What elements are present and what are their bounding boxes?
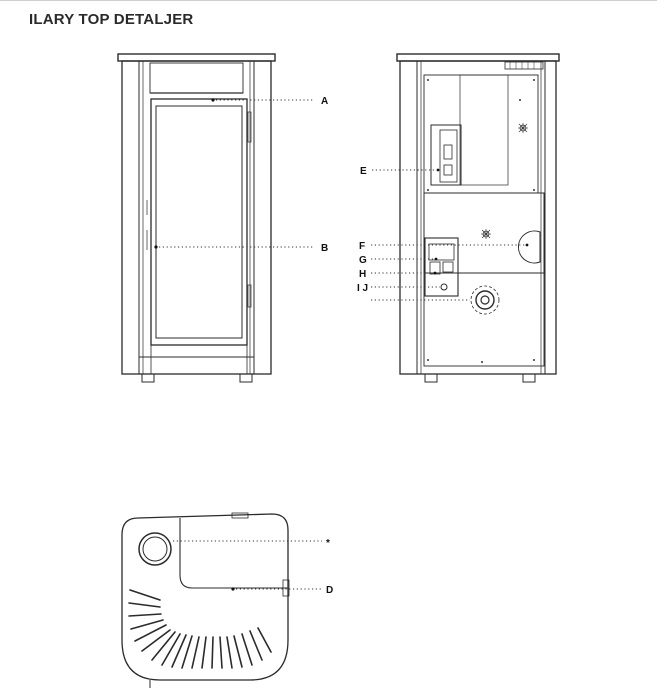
vent-icon-upper bbox=[518, 123, 528, 133]
label-d: D bbox=[326, 585, 333, 596]
label-ij: I J bbox=[357, 283, 368, 294]
point-b bbox=[154, 245, 158, 249]
page-title: ILARY TOP DETALJER bbox=[29, 11, 194, 28]
label-star: * bbox=[326, 538, 330, 549]
back-view: E F G H I J bbox=[357, 53, 560, 383]
flue-outlet bbox=[470, 285, 500, 315]
label-f: F bbox=[359, 241, 365, 252]
vent-icon-middle bbox=[481, 229, 491, 239]
header-rule bbox=[0, 0, 657, 1]
label-a: A bbox=[321, 96, 328, 107]
label-b: B bbox=[321, 243, 328, 254]
label-h: H bbox=[359, 269, 366, 280]
air-grille bbox=[128, 589, 272, 669]
point-a bbox=[211, 98, 215, 102]
label-e: E bbox=[360, 166, 367, 177]
front-view: A B bbox=[117, 53, 328, 383]
top-view: * D bbox=[121, 512, 333, 688]
label-g: G bbox=[359, 255, 367, 266]
